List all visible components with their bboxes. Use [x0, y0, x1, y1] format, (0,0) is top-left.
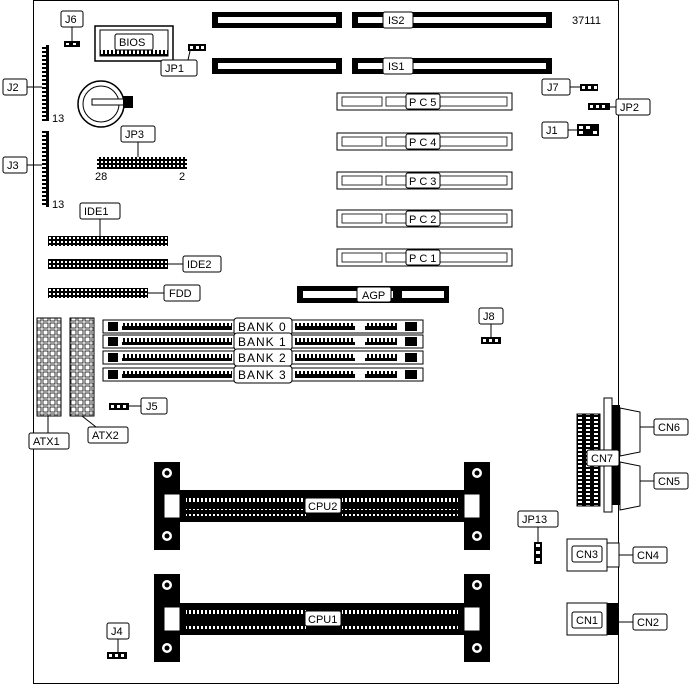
cn7-port-stack: CN7	[576, 397, 641, 513]
cn6-label: CN6	[658, 422, 680, 434]
jp1-label: JP1	[165, 63, 184, 75]
pc4-label: PC4	[409, 137, 439, 149]
j4-label: J4	[111, 626, 123, 638]
cn2-port: CN2	[619, 613, 668, 631]
cn7-label: CN7	[591, 453, 613, 465]
pc1-label: PC1	[409, 253, 439, 265]
pc5-label: PC5	[409, 97, 439, 109]
cn2-label: CN2	[637, 617, 659, 629]
j5-label: J5	[146, 401, 158, 413]
jp1-jumper: JP1	[160, 44, 206, 77]
atx2-connector: ATX2	[69, 317, 129, 444]
j8-label: J8	[483, 311, 495, 323]
ide2-label: IDE2	[187, 259, 211, 271]
figure-id: 37111	[572, 15, 601, 27]
jp2-label: JP2	[620, 102, 639, 114]
bios-label: BIOS	[119, 37, 145, 49]
bank0-label: BANK 0	[238, 320, 287, 334]
memory-bank-3: BANK 3	[102, 365, 424, 384]
is2-slot: IS2	[212, 11, 552, 29]
cn1-port: CN1	[566, 602, 619, 636]
cn1-label: CN1	[576, 615, 598, 627]
jp3-pin2: 2	[179, 171, 185, 183]
jp13-jumper: JP13	[517, 510, 559, 564]
jp13-label: JP13	[522, 514, 547, 526]
is2-label: IS2	[388, 15, 405, 27]
bank2-label: BANK 2	[238, 351, 287, 365]
cpu1-label: CPU1	[308, 614, 337, 626]
cn6-port: CN6	[640, 418, 689, 436]
j3-pin13: 13	[52, 199, 64, 211]
jp3-pin28: 28	[95, 171, 107, 183]
bios-chip: BIOS	[94, 25, 174, 62]
cn5-label: CN5	[658, 476, 680, 488]
is1-label: IS1	[388, 61, 405, 73]
pci-slot-1: PC1	[336, 248, 513, 267]
ide1-connector: IDE1	[48, 202, 168, 246]
j1-jumper: J1	[541, 121, 599, 139]
j4-jumper: J4	[106, 622, 130, 659]
cpu2-label: CPU2	[308, 501, 337, 513]
memory-bank-0: BANK 0	[102, 317, 424, 336]
jp3-header: JP3 28 2	[95, 125, 187, 183]
j3-label: J3	[7, 160, 19, 172]
j8-jumper: J8	[478, 307, 504, 344]
j5-jumper: J5	[109, 397, 168, 415]
pci-slot-3: PC3	[336, 171, 513, 190]
cn3-label: CN3	[576, 549, 598, 561]
fdd-connector: FDD	[48, 284, 201, 302]
jp3-label: JP3	[125, 129, 144, 141]
j7-jumper: J7	[541, 78, 598, 96]
j2-pin13: 13	[52, 113, 64, 125]
atx1-label: ATX1	[33, 436, 60, 448]
bank1-label: BANK 1	[238, 335, 287, 349]
memory-bank-2: BANK 2	[102, 348, 424, 367]
atx1-connector: ATX1	[28, 317, 70, 450]
pci-slot-5: PC5	[336, 92, 513, 111]
pc2-label: PC2	[409, 214, 439, 226]
j7-label: J7	[547, 82, 559, 94]
ide2-connector: IDE2	[48, 255, 222, 273]
pc3-label: PC3	[409, 176, 439, 188]
pci-slot-4: PC4	[336, 132, 513, 151]
cpu1-slot: CPU1	[154, 574, 490, 662]
j2-label: J2	[7, 82, 19, 94]
battery	[77, 80, 133, 128]
pci-slot-2: PC2	[336, 209, 513, 228]
fdd-label: FDD	[169, 288, 192, 300]
j6-jumper: J6	[60, 10, 84, 47]
j1-label: J1	[546, 125, 558, 137]
cpu2-slot: CPU2	[154, 462, 490, 550]
cn3-port: CN3	[566, 538, 620, 572]
ide1-label: IDE1	[84, 206, 108, 218]
cn4-port: CN4	[619, 546, 668, 564]
cn5-port: CN5	[640, 472, 689, 490]
bank3-label: BANK 3	[238, 368, 287, 382]
j3-header: J3 13	[2, 131, 64, 211]
atx2-label: ATX2	[92, 430, 119, 442]
cn4-label: CN4	[637, 550, 659, 562]
agp-slot: AGP	[297, 286, 449, 303]
agp-label: AGP	[362, 290, 385, 302]
j6-label: J6	[65, 14, 77, 26]
j2-header: J2 13	[2, 45, 64, 125]
memory-bank-1: BANK 1	[102, 332, 424, 351]
jp2-jumper: JP2	[588, 98, 651, 116]
is1-slot: IS1	[212, 57, 552, 75]
